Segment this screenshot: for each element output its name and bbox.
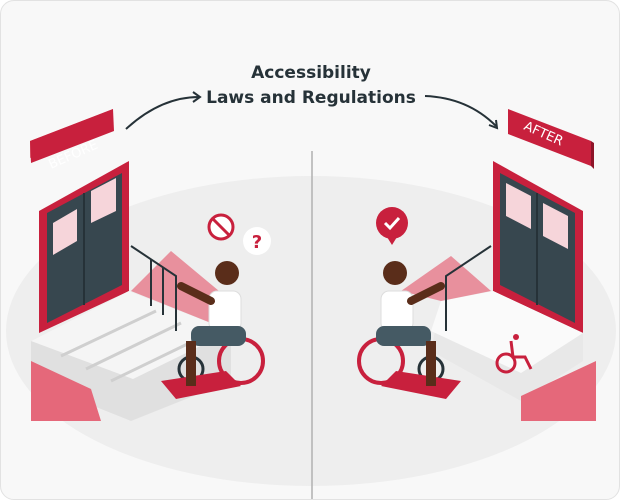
- handrail: [130, 245, 177, 331]
- question-icon: ?: [252, 232, 262, 253]
- title-line-1: Accessibility: [251, 63, 371, 83]
- wheelchair-icon: [495, 340, 533, 374]
- person-wheelchair-after: [357, 261, 461, 399]
- before-scene: BEFORE ?: [30, 109, 271, 421]
- arrow-right: [424, 95, 497, 127]
- after-scene: AFTER: [357, 109, 596, 421]
- before-sign: [30, 109, 114, 163]
- person-wheelchair-before: [161, 261, 265, 399]
- title-line-2: Laws and Regulations: [206, 88, 416, 108]
- after-pad: [521, 361, 596, 421]
- arrow-left: [125, 96, 200, 130]
- before-pad: [31, 361, 101, 421]
- check-icon: [376, 207, 408, 239]
- question-bubble: [243, 227, 271, 255]
- after-sign: [508, 109, 591, 166]
